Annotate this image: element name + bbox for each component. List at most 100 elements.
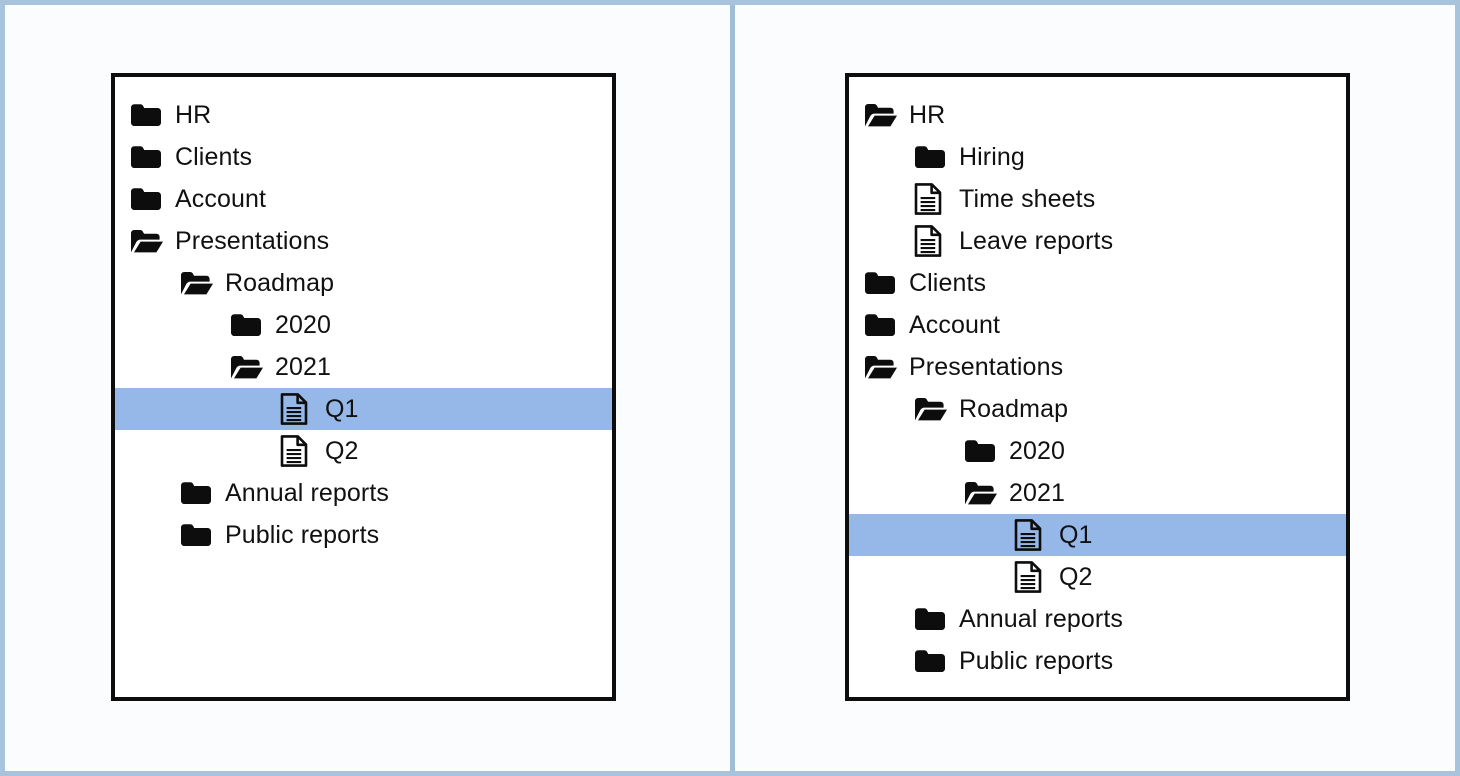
tree-row-label: Account: [909, 310, 1001, 339]
folder-closed-icon[interactable]: [963, 435, 1001, 467]
tree-row[interactable]: 2021: [115, 346, 612, 388]
tree-row-content: Q1: [849, 514, 1093, 556]
tree-row[interactable]: Q2: [115, 430, 612, 472]
tree-row[interactable]: Hiring: [849, 136, 1346, 178]
tree-row-label: Annual reports: [959, 604, 1123, 633]
folder-open-icon[interactable]: [863, 99, 901, 131]
folder-closed-icon[interactable]: [129, 141, 167, 173]
folder-closed-icon[interactable]: [179, 519, 217, 551]
tree-row-label: Presentations: [909, 352, 1064, 381]
tree-row-content: Annual reports: [849, 598, 1123, 640]
tree-row-content: Q2: [849, 556, 1093, 598]
tree-row[interactable]: Account: [115, 178, 612, 220]
folder-open-icon[interactable]: [129, 225, 167, 257]
tree-row-label: Account: [175, 184, 267, 213]
tree-row-label: 2020: [275, 310, 332, 339]
tree-row-label: 2021: [275, 352, 332, 381]
tree-row-content: Presentations: [849, 346, 1063, 388]
folder-closed-icon[interactable]: [913, 645, 951, 677]
tree-row-content: Hiring: [849, 136, 1025, 178]
tree-row-selected[interactable]: Q1: [849, 514, 1346, 556]
tree-row-label: 2021: [1009, 478, 1066, 507]
folder-closed-icon[interactable]: [179, 477, 217, 509]
folder-closed-icon[interactable]: [863, 267, 901, 299]
file-document-icon[interactable]: [279, 393, 317, 425]
tree-row-content: HR: [115, 94, 211, 136]
tree-row-label: Presentations: [175, 226, 330, 255]
tree-row-content: Account: [849, 304, 1000, 346]
folder-open-icon[interactable]: [229, 351, 267, 383]
tree-row-label: Roadmap: [959, 394, 1069, 423]
tree-row-content: Clients: [115, 136, 252, 178]
tree-row-label: Q1: [325, 394, 359, 423]
tree-row[interactable]: Time sheets: [849, 178, 1346, 220]
tree-row-content: 2021: [115, 346, 331, 388]
file-document-icon[interactable]: [913, 225, 951, 257]
folder-open-icon[interactable]: [913, 393, 951, 425]
tree-row[interactable]: Clients: [115, 136, 612, 178]
tree-row-selected[interactable]: Q1: [115, 388, 612, 430]
tree-row[interactable]: Leave reports: [849, 220, 1346, 262]
tree-row-content: Public reports: [849, 640, 1113, 682]
tree-row[interactable]: 2021: [849, 472, 1346, 514]
file-document-icon[interactable]: [1013, 519, 1051, 551]
tree-row-label: Leave reports: [959, 226, 1114, 255]
panel-divider: [730, 5, 735, 771]
tree-row[interactable]: Annual reports: [849, 598, 1346, 640]
tree-row-label: Q1: [1059, 520, 1093, 549]
tree-row-label: Public reports: [225, 520, 380, 549]
tree-row-label: Hiring: [959, 142, 1025, 171]
tree-row-label: Q2: [325, 436, 359, 465]
tree-row-content: Clients: [849, 262, 986, 304]
tree-row-label: Roadmap: [225, 268, 335, 297]
tree-row[interactable]: Presentations: [849, 346, 1346, 388]
file-document-icon[interactable]: [1013, 561, 1051, 593]
tree-row[interactable]: Clients: [849, 262, 1346, 304]
tree-row-label: Q2: [1059, 562, 1093, 591]
tree-row-content: 2021: [849, 472, 1065, 514]
tree-row[interactable]: HR: [115, 94, 612, 136]
tree-row[interactable]: Q2: [849, 556, 1346, 598]
folder-open-icon[interactable]: [179, 267, 217, 299]
tree-row-content: Presentations: [115, 220, 329, 262]
tree-row[interactable]: Roadmap: [849, 388, 1346, 430]
tree-row-content: HR: [849, 94, 945, 136]
tree-row-label: HR: [175, 100, 212, 129]
folder-closed-icon[interactable]: [129, 183, 167, 215]
tree-row[interactable]: Public reports: [849, 640, 1346, 682]
tree-row[interactable]: Public reports: [115, 514, 612, 556]
tree-row[interactable]: Roadmap: [115, 262, 612, 304]
tree-row[interactable]: HR: [849, 94, 1346, 136]
folder-open-icon[interactable]: [963, 477, 1001, 509]
tree-row-content: Annual reports: [115, 472, 389, 514]
tree-row[interactable]: 2020: [849, 430, 1346, 472]
tree-row[interactable]: Annual reports: [115, 472, 612, 514]
folder-closed-icon[interactable]: [913, 603, 951, 635]
tree-row[interactable]: Presentations: [115, 220, 612, 262]
folder-open-icon[interactable]: [863, 351, 901, 383]
folder-closed-icon[interactable]: [913, 141, 951, 173]
tree-row-content: Time sheets: [849, 178, 1095, 220]
tree-row-label: Clients: [175, 142, 253, 171]
file-document-icon[interactable]: [279, 435, 317, 467]
file-document-icon[interactable]: [913, 183, 951, 215]
tree-row[interactable]: Account: [849, 304, 1346, 346]
tree-row-content: Roadmap: [849, 388, 1068, 430]
tree-row-label: Clients: [909, 268, 987, 297]
tree-row-label: Time sheets: [959, 184, 1096, 213]
tree-row-label: HR: [909, 100, 946, 129]
folder-closed-icon[interactable]: [863, 309, 901, 341]
tree-row[interactable]: 2020: [115, 304, 612, 346]
tree-row-content: Public reports: [115, 514, 379, 556]
tree-row-content: Leave reports: [849, 220, 1113, 262]
folder-closed-icon[interactable]: [129, 99, 167, 131]
tree-row-content: Account: [115, 178, 266, 220]
folder-closed-icon[interactable]: [229, 309, 267, 341]
tree-row-label: Public reports: [959, 646, 1114, 675]
tree-row-label: 2020: [1009, 436, 1066, 465]
